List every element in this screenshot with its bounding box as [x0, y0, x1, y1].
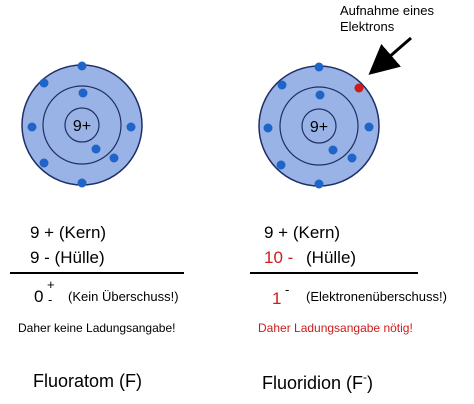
electron	[314, 179, 324, 189]
right-huelle-value: 10 -	[264, 248, 294, 267]
annotation-arrow	[368, 36, 412, 75]
electron	[77, 178, 87, 188]
nucleus	[301, 108, 337, 144]
electron	[27, 122, 37, 132]
electron	[109, 153, 119, 163]
left-charge-value: 0	[34, 287, 44, 306]
fluorine-atom: 9+	[21, 61, 143, 188]
right-kern-line: 9 + (Kern)	[264, 223, 341, 242]
electron	[77, 61, 87, 71]
nucleus-label: 9+	[73, 118, 91, 135]
left-sum-rule	[10, 272, 184, 274]
electron	[263, 123, 273, 133]
electron	[126, 122, 136, 132]
electron	[364, 122, 374, 132]
electron	[78, 88, 88, 98]
right-caption-main: Fluoridion (F	[262, 373, 364, 393]
right-caption-sign: -	[363, 370, 368, 384]
left-huelle-line: 9 - (Hülle)	[30, 248, 105, 267]
right-huelle-label: (Hülle)	[306, 248, 357, 267]
electron	[91, 144, 101, 154]
left-caption: Fluoratom (F)	[33, 371, 143, 391]
electron	[328, 145, 338, 155]
electron	[277, 80, 287, 90]
left-charge-sign-bottom: -	[48, 292, 53, 307]
left-conclusion: Daher keine Ladungsangabe!	[18, 321, 176, 335]
electron	[314, 62, 324, 72]
nucleus-label: 9+	[310, 119, 328, 136]
electron	[347, 153, 357, 163]
right-caption: Fluoridion (F-)	[262, 370, 374, 393]
right-sum-rule	[250, 272, 418, 274]
left-charge-sign-top: +	[47, 277, 55, 292]
fluoride-ion: 9+	[258, 62, 380, 189]
right-charge-note: (Elektronenüberschuss!)	[306, 289, 447, 304]
nucleus	[64, 107, 100, 143]
inner-shell	[279, 86, 359, 166]
annotation-line-2: Elektrons	[340, 19, 395, 34]
right-charge-sign: -	[285, 282, 290, 297]
added-electron	[354, 83, 364, 93]
electron	[39, 78, 49, 88]
left-kern-line: 9 + (Kern)	[30, 223, 107, 242]
left-charge-note: (Kein Überschuss!)	[68, 289, 179, 304]
annotation-line-1: Aufnahme eines	[340, 3, 434, 18]
electron	[315, 90, 325, 100]
right-charge-value: 1	[272, 289, 282, 308]
right-conclusion: Daher Ladungsangabe nötig!	[258, 321, 413, 335]
inner-shell	[42, 85, 122, 165]
right-caption-close: )	[367, 373, 374, 393]
atom-diagrams: 9+ 9+	[21, 36, 412, 189]
electron	[276, 160, 286, 170]
electron	[39, 158, 49, 168]
